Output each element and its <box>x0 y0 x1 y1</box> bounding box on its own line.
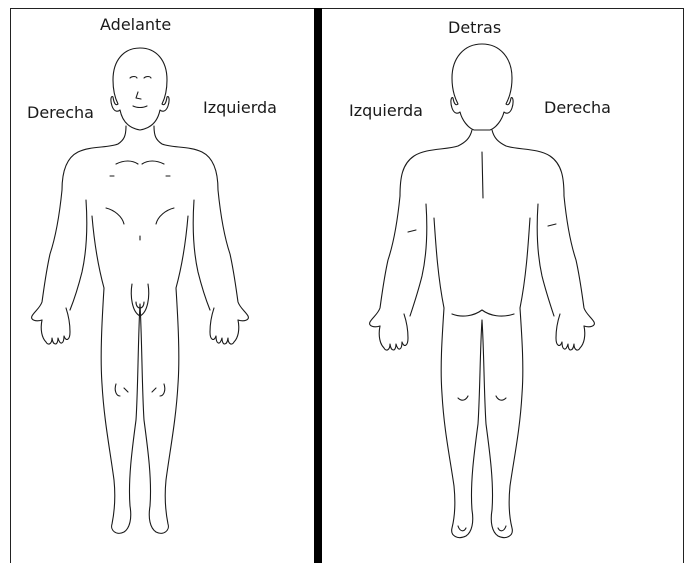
panel-divider <box>314 8 322 563</box>
back-title: Detras <box>448 18 501 37</box>
front-head <box>111 48 169 130</box>
front-torso <box>32 126 126 321</box>
front-body-figure <box>20 40 260 545</box>
front-title: Adelante <box>100 15 171 34</box>
back-body-figure <box>362 38 602 543</box>
back-head <box>451 44 513 130</box>
frame-right-border <box>683 8 684 563</box>
frame-top-border <box>10 8 684 9</box>
frame-left-border <box>10 8 11 563</box>
back-torso <box>370 130 472 327</box>
